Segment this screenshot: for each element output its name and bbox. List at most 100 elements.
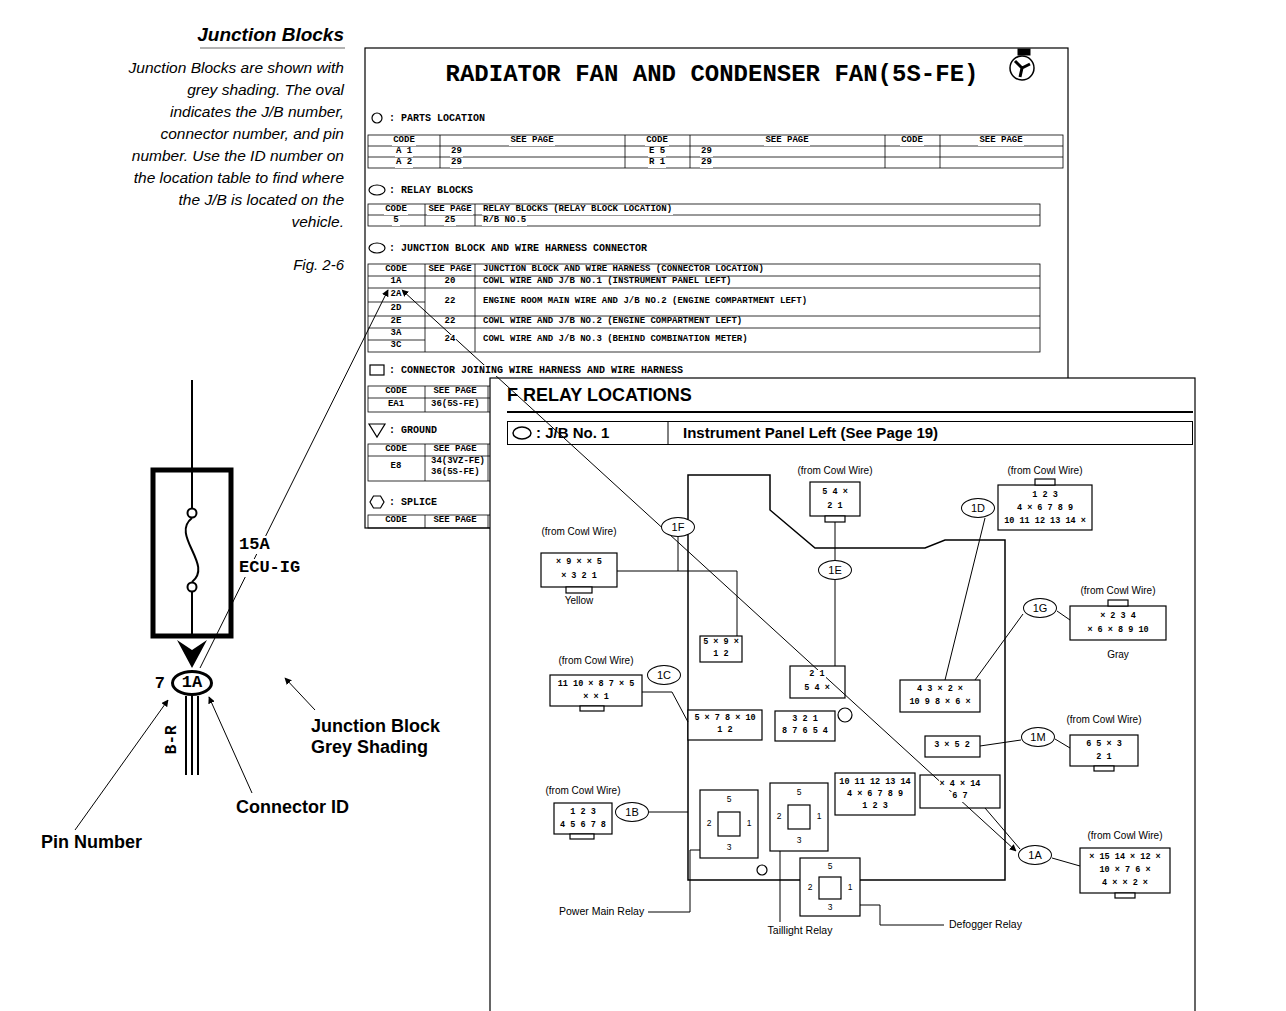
front-page	[688, 475, 1005, 880]
back-page	[1015, 61, 1030, 77]
table-cell: 36(5S-FE)	[430, 400, 481, 410]
callout-id: 1G	[1033, 602, 1048, 614]
back-page	[425, 204, 426, 226]
back-page	[368, 328, 1040, 329]
front-page	[541, 479, 1170, 916]
fuse-symbol	[191, 380, 193, 470]
front-page	[507, 411, 1193, 413]
table-cell: COWL WIRE AND J/B NO.2 (ENGINE COMPARTME…	[482, 317, 743, 327]
pin-row: 6 5 × 3	[1085, 740, 1123, 749]
table-cell: 3A	[390, 329, 403, 339]
front-page	[980, 740, 1021, 746]
pin-row: 10 × 7 6 ×	[1098, 866, 1151, 875]
pin-row: 3 2 1	[791, 715, 819, 724]
table-cell: CODE	[384, 445, 408, 455]
table-cell: SEE PAGE	[509, 136, 554, 146]
table-cell: 29	[450, 147, 463, 157]
pin-row: 1 2 3	[861, 802, 889, 811]
section-heading: : PARTS LOCATION	[388, 113, 486, 124]
back-page	[690, 135, 691, 168]
fuse-symbol	[185, 696, 187, 775]
table-cell: E8	[390, 462, 403, 472]
table-cell: 2E	[390, 317, 403, 327]
figure-caption: Fig. 2-6	[292, 257, 345, 274]
fuse-symbol	[209, 697, 252, 793]
callout-text: Junction Block Grey Shading	[310, 716, 462, 757]
back-page	[488, 444, 489, 481]
table-cell: 5	[392, 216, 399, 226]
section-heading: : RELAY BLOCKS	[388, 185, 474, 196]
callout-oval: 1D	[961, 498, 995, 518]
table-cell: 36(5S-FE)	[430, 468, 481, 478]
note-text: Junction Blocks are shown with grey shad…	[123, 57, 345, 233]
back-page	[369, 243, 385, 253]
back-page	[369, 424, 385, 437]
front-page	[819, 877, 841, 899]
relay-pin: 2	[706, 819, 713, 828]
back-page	[940, 135, 941, 168]
heading: Junction Blocks	[196, 25, 345, 46]
pin-row: 5 4 ×	[803, 684, 831, 693]
callout-text: Pin Number	[40, 833, 143, 853]
table-cell: COWL WIRE AND J/B NO.1 (INSTRUMENT PANEL…	[482, 277, 732, 287]
table-cell: 24	[444, 335, 457, 345]
table-cell: CODE	[392, 136, 416, 146]
document-page: : J/B No. 1Instrument Panel Left (See Pa…	[490, 378, 1195, 1011]
pin-row: 1 2 3	[569, 808, 597, 817]
pin-row: 5 4 ×	[821, 488, 849, 497]
pin-row: 1 2	[716, 726, 733, 735]
back-page	[425, 515, 426, 528]
table-cell: 22	[444, 297, 457, 307]
callout-id: 1M	[1030, 731, 1045, 743]
pin-row: 4 3 × 2 ×	[916, 685, 964, 694]
fuse-symbol	[191, 696, 193, 775]
table-cell: CODE	[384, 387, 408, 397]
front-page	[490, 378, 1195, 1011]
pin-row: 4 5 6 7 8	[559, 821, 607, 830]
pin-row: 10 11 12 13 14 ×	[1003, 517, 1087, 526]
table-cell: 29	[450, 158, 463, 168]
pin-row: 8 7 6 5 4	[781, 727, 829, 736]
pin-row: 10 11 12 13 14	[838, 778, 911, 787]
table-cell: SEE PAGE	[978, 136, 1023, 146]
fuse-label: 15A	[238, 536, 271, 555]
front-page	[1108, 600, 1128, 606]
pin-row: × 9 × × 5	[555, 558, 603, 567]
back-page	[368, 135, 1063, 168]
back-page	[425, 444, 426, 481]
table-cell: EA1	[387, 400, 405, 410]
back-page	[368, 288, 1040, 289]
front-page	[668, 421, 669, 445]
back-page	[1010, 49, 1034, 80]
back-page	[885, 135, 886, 168]
wire-color: B-R	[163, 725, 181, 756]
table-cell: CODE	[900, 136, 924, 146]
front-page	[580, 706, 604, 711]
pin-row: 5 × 7 8 × 10	[693, 714, 756, 723]
callout-oval: 1C	[647, 665, 681, 685]
table-cell: COWL WIRE AND J/B NO.3 (BEHIND COMBINATI…	[482, 335, 749, 345]
front-page	[835, 522, 836, 560]
back-page	[370, 496, 384, 508]
callout-text: Connector ID	[235, 798, 350, 818]
front-page	[998, 485, 1092, 530]
pin-row: × 4 × 14	[939, 780, 982, 789]
front-page	[1094, 766, 1114, 771]
table-cell: CODE	[384, 516, 408, 526]
back-page	[488, 515, 489, 528]
front-page	[825, 516, 845, 522]
pin-row: × × 1	[582, 693, 610, 702]
front-page	[1052, 858, 1080, 866]
front-page	[790, 666, 845, 698]
relay-name: Defogger Relay	[948, 919, 1023, 931]
front-page	[566, 587, 592, 593]
table-cell: JUNCTION BLOCK AND WIRE HARNESS (CONNECT…	[482, 265, 765, 275]
front-page	[1070, 735, 1138, 766]
relay-pin: 1	[746, 819, 753, 828]
relay-pin: 5	[726, 795, 733, 804]
front-page	[550, 675, 642, 706]
front-page	[642, 692, 688, 722]
back-page	[440, 135, 441, 168]
pin-row: 4 × × 2 ×	[1101, 879, 1149, 888]
front-page	[1115, 893, 1135, 898]
